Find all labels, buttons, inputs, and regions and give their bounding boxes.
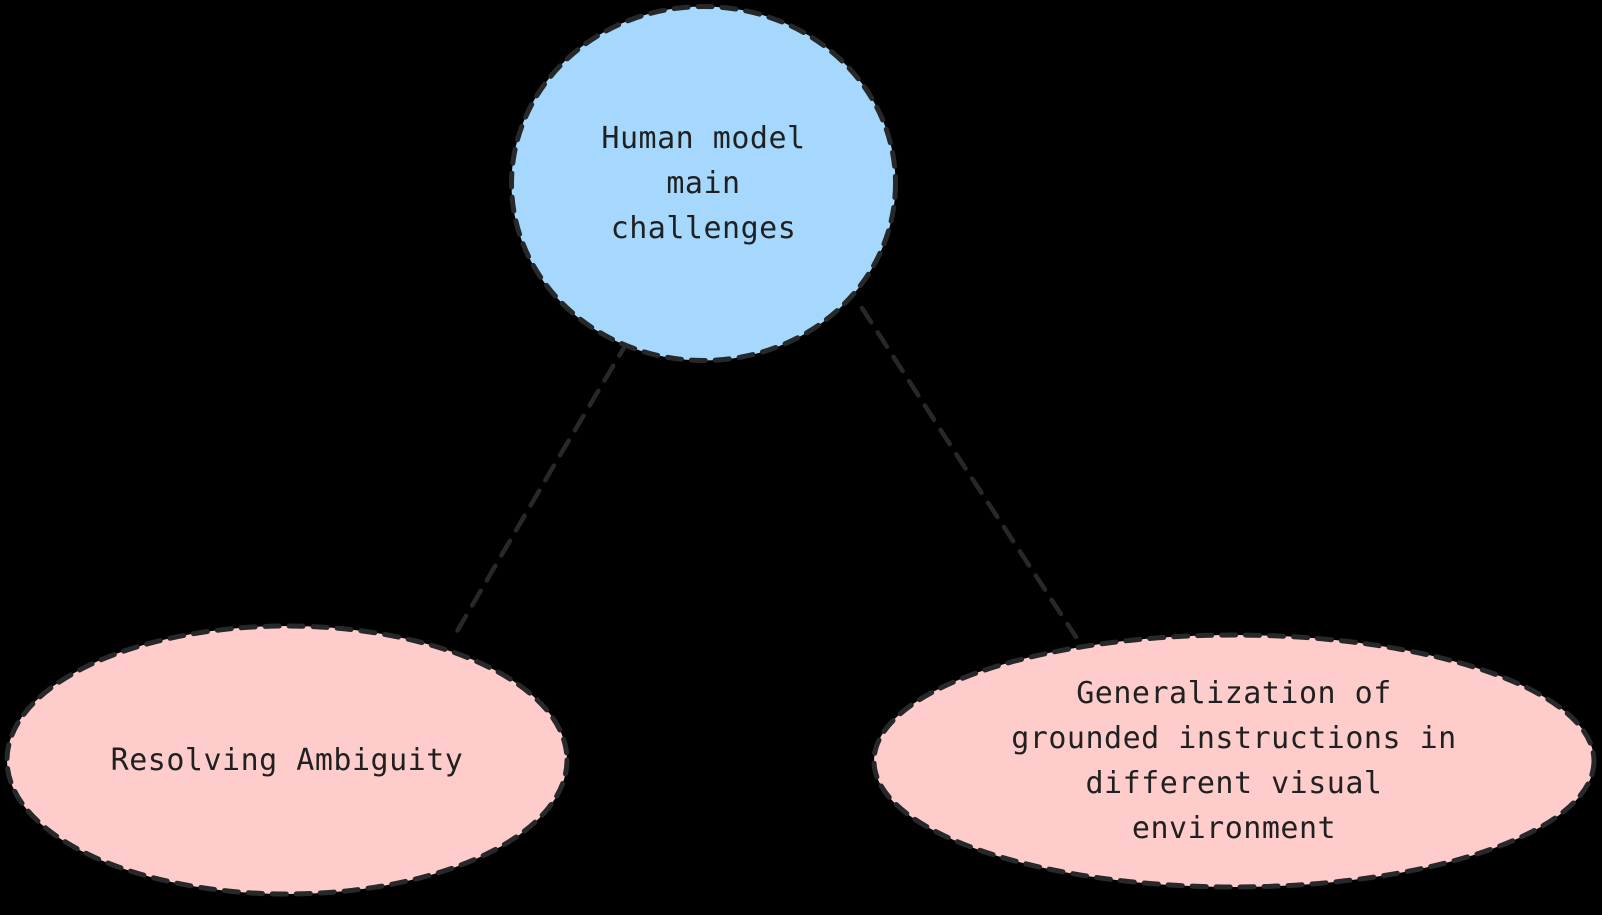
ambiguity-ellipse-shape xyxy=(4,623,570,897)
node-root-label: Human model main challenges xyxy=(601,121,806,246)
edge-root-to-generalization xyxy=(859,305,1079,640)
edge-root-to-ambiguity xyxy=(453,338,631,636)
node-generalization-label: Generalization of grounded instructions … xyxy=(1011,676,1457,846)
node-generalization-grounded-instructions[interactable]: Generalization of grounded instructions … xyxy=(871,632,1597,890)
node-resolving-ambiguity[interactable]: Resolving Ambiguity xyxy=(4,623,570,897)
node-ambiguity-label: Resolving Ambiguity xyxy=(110,742,464,778)
generalization-ellipse-shape xyxy=(871,632,1597,890)
root-circle-shape xyxy=(509,4,898,363)
node-root-human-model-main-challenges[interactable]: Human model main challenges xyxy=(508,3,899,364)
